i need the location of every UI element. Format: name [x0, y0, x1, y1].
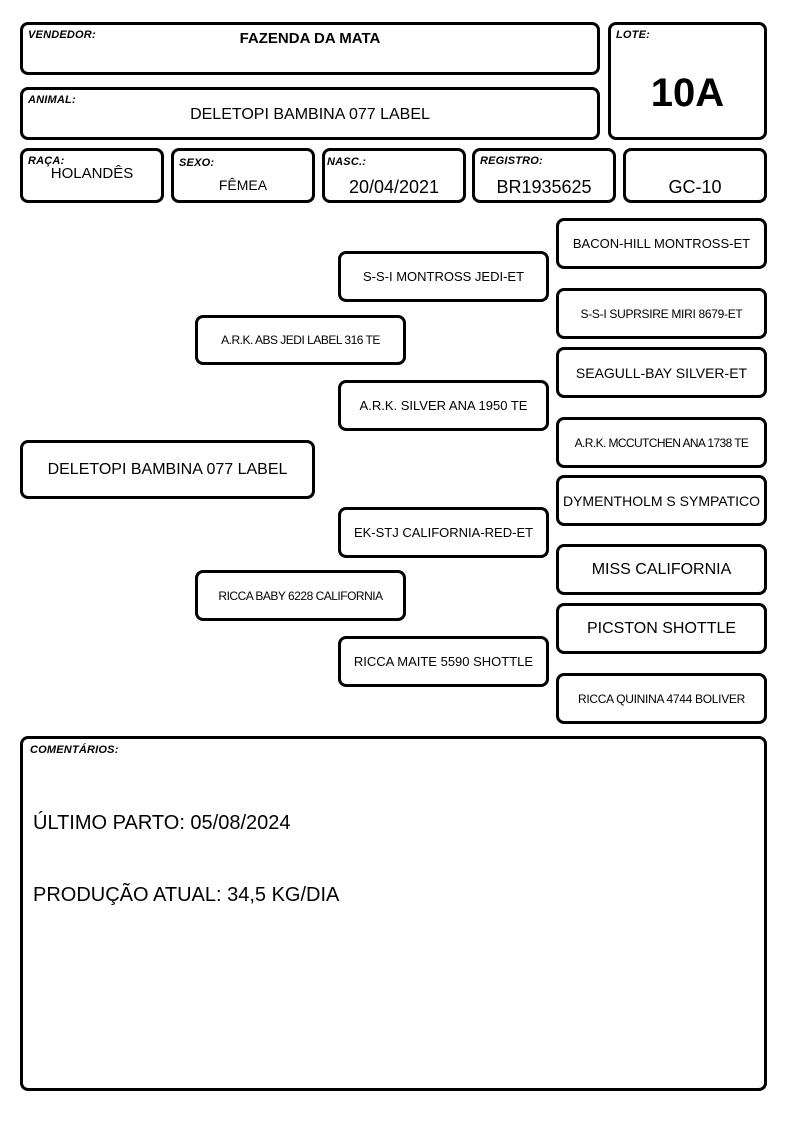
pedigree-sire-dam: A.R.K. SILVER ANA 1950 TE [338, 380, 549, 431]
vendedor-box: VENDEDOR: FAZENDA DA MATA [20, 22, 600, 75]
pedigree-sire: A.R.K. ABS JEDI LABEL 316 TE [195, 315, 406, 365]
raca-label: RAÇA: [28, 155, 65, 167]
pedigree-ggp-6: MISS CALIFORNIA [556, 544, 767, 595]
sexo-value: FÊMEA [218, 177, 268, 193]
lote-box: LOTE: 10A [608, 22, 767, 140]
pedigree-ggp-5: DYMENTHOLM S SYMPATICO [556, 475, 767, 526]
pedigree-ggp-1: BACON-HILL MONTROSS-ET [556, 218, 767, 269]
pedigree-ggp-4: A.R.K. MCCUTCHEN ANA 1738 TE [556, 417, 767, 468]
sexo-label: SEXO: [179, 157, 215, 169]
pedigree-sire-sire: S-S-I MONTROSS JEDI-ET [338, 251, 549, 302]
pedigree-ggp-7: PICSTON SHOTTLE [556, 603, 767, 654]
pedigree-dam: RICCA BABY 6228 CALIFORNIA [195, 570, 406, 621]
animal-value: DELETOPI BAMBINA 077 LABEL [190, 106, 430, 123]
vendedor-value: FAZENDA DA MATA [239, 30, 381, 47]
pedigree-dam-dam: RICCA MAITE 5590 SHOTTLE [338, 636, 549, 687]
comments-label: COMENTÁRIOS: [30, 744, 119, 756]
comments-text: ÚLTIMO PARTO: 05/08/2024 PRODUÇÃO ATUAL:… [33, 763, 339, 955]
lote-label: LOTE: [616, 29, 650, 41]
pedigree-dam-sire: EK-STJ CALIFORNIA-RED-ET [338, 507, 549, 558]
comments-box: COMENTÁRIOS: ÚLTIMO PARTO: 05/08/2024 PR… [20, 736, 767, 1091]
raca-value: HOLANDÊS [50, 165, 134, 182]
pedigree-ggp-8: RICCA QUININA 4744 BOLIVER [556, 673, 767, 724]
nasc-label: NASC.: [327, 156, 367, 168]
lote-value: 10A [650, 71, 725, 115]
registro-box: REGISTRO: BR1935625 [472, 148, 616, 203]
comment-line-2: PRODUÇÃO ATUAL: 34,5 KG/DIA [33, 884, 340, 906]
comment-line-1: ÚLTIMO PARTO: 05/08/2024 [33, 812, 291, 834]
registro-value: BR1935625 [496, 177, 592, 197]
sexo-box: SEXO: FÊMEA [171, 148, 315, 203]
pedigree-ggp-3: SEAGULL-BAY SILVER-ET [556, 347, 767, 398]
gc-value: GC-10 [668, 177, 722, 197]
raca-box: RAÇA: HOLANDÊS [20, 148, 164, 203]
pedigree-ggp-2: S-S-I SUPRSIRE MIRI 8679-ET [556, 288, 767, 339]
animal-label: ANIMAL: [28, 94, 76, 106]
gc-box: GC-10 [623, 148, 767, 203]
vendedor-label: VENDEDOR: [28, 29, 96, 41]
animal-box: ANIMAL: DELETOPI BAMBINA 077 LABEL [20, 87, 600, 140]
pedigree-animal: DELETOPI BAMBINA 077 LABEL [20, 440, 315, 499]
nasc-box: NASC.: 20/04/2021 [322, 148, 466, 203]
registro-label: REGISTRO: [480, 155, 543, 167]
nasc-value: 20/04/2021 [348, 177, 440, 197]
